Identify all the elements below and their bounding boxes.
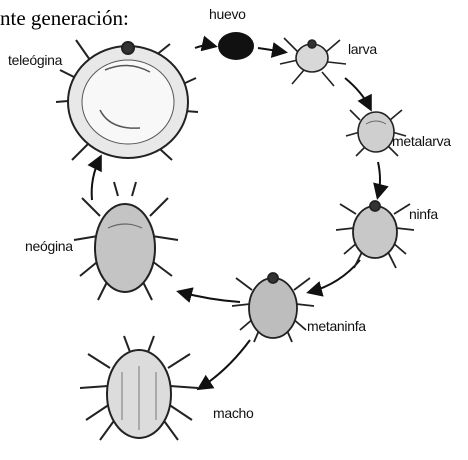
metaninfa-icon	[232, 273, 314, 342]
label-huevo: huevo	[209, 6, 246, 22]
label-neogina: neógina	[25, 238, 73, 254]
arrow-neogina-to-teleogina	[92, 158, 100, 200]
arrow-metaninfa-to-neogina	[180, 292, 240, 302]
macho-icon	[80, 336, 198, 440]
egg-icon	[218, 32, 254, 60]
label-metaninfa: metaninfa	[307, 318, 366, 334]
label-teleogina: teleógina	[8, 52, 62, 68]
label-macho: macho	[213, 405, 254, 421]
arrow-teleogina-to-egg	[195, 45, 214, 48]
larva-icon	[280, 38, 346, 86]
arrow-larva-to-metalarva	[345, 78, 370, 108]
ninfa-icon	[336, 201, 414, 268]
arrow-ninfa-to-metaninfa	[310, 260, 360, 292]
arrow-egg-to-larva	[258, 48, 284, 52]
label-ninfa: ninfa	[409, 206, 438, 222]
teleogina-icon	[56, 40, 198, 160]
arrow-metaninfa-to-macho	[200, 340, 250, 388]
neogina-icon	[74, 182, 178, 300]
arrow-metalarva-to-ninfa	[378, 162, 380, 196]
label-metalarva: metalarva	[392, 133, 451, 149]
label-larva: larva	[348, 41, 377, 57]
